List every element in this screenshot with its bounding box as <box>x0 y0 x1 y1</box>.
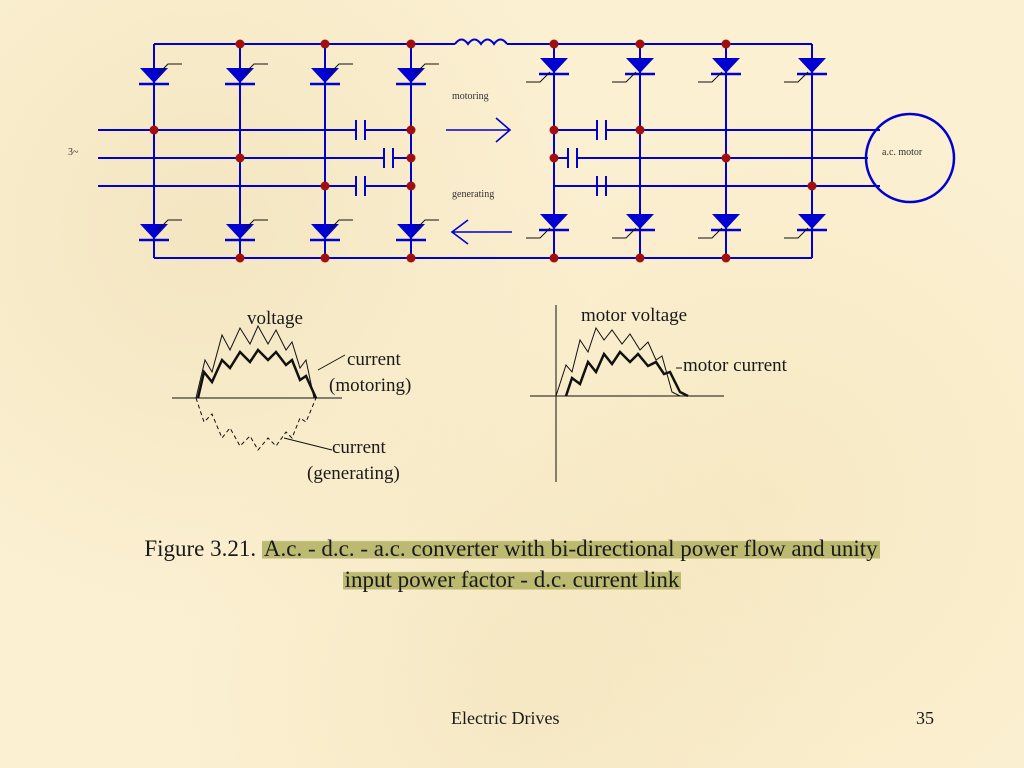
footer-title: Electric Drives <box>451 708 560 728</box>
ac-motor-circle <box>864 112 956 204</box>
motor-voltage-waveform <box>555 326 681 397</box>
supply-label: 3~ <box>68 147 79 158</box>
current-motoring-label-2: (motoring) <box>329 375 412 396</box>
junction-node <box>406 181 416 191</box>
caption-prefix: Figure 3.21. <box>144 536 262 561</box>
junction-node <box>635 253 645 263</box>
thyristor-15 <box>784 58 827 83</box>
thyristor-5 <box>310 63 353 86</box>
thyristor-11 <box>612 58 655 83</box>
left-waveform-plot <box>172 324 346 451</box>
junction-node <box>807 181 817 191</box>
motoring-arrow-icon <box>446 117 512 143</box>
motor-current-waveform <box>564 350 689 398</box>
junction-node <box>320 181 330 191</box>
generating-arrow-icon <box>450 219 512 245</box>
thyristor-6 <box>310 219 353 242</box>
junction-node <box>406 153 416 163</box>
junction-node <box>406 253 416 263</box>
current-motoring-label-1: current <box>347 349 401 370</box>
junction-node <box>406 39 416 49</box>
figure-caption: Figure 3.21. A.c. - d.c. - a.c. converte… <box>0 533 1024 595</box>
page-number: 35 <box>916 708 934 728</box>
current-generating-label-2: (generating) <box>307 463 400 484</box>
thyristor-16 <box>784 214 827 239</box>
motor-voltage-label: motor voltage <box>581 305 688 326</box>
thyristor-4 <box>225 219 268 242</box>
voltage-label: voltage <box>247 308 303 329</box>
thyristor-1 <box>139 63 182 86</box>
junction-node <box>549 153 559 163</box>
thyristor-12 <box>612 214 655 239</box>
junction-node <box>235 253 245 263</box>
ac-motor-label: a.c. motor <box>882 147 923 158</box>
junction-nodes <box>149 39 817 263</box>
junction-node <box>549 253 559 263</box>
generating-label: generating <box>452 189 495 200</box>
motoring-label: motoring <box>452 91 489 102</box>
thyristor-14 <box>698 214 741 239</box>
junction-node <box>721 153 731 163</box>
thyristor-3 <box>225 63 268 86</box>
circuit-wires <box>98 38 956 259</box>
current-motoring-waveform <box>196 348 318 399</box>
junction-node <box>235 153 245 163</box>
voltage-waveform <box>195 324 315 399</box>
current-generating-label-1: current <box>332 437 386 458</box>
thyristor-8 <box>396 219 439 242</box>
thyristors <box>139 58 827 242</box>
motor-current-label: motor current <box>683 355 787 376</box>
thyristor-13 <box>698 58 741 83</box>
junction-node <box>235 39 245 49</box>
junction-node <box>635 125 645 135</box>
dc-link-inductor-icon <box>454 38 508 46</box>
current-generating-pointer <box>283 437 333 451</box>
right-waveform-plot <box>530 305 724 482</box>
junction-node <box>406 125 416 135</box>
junction-node <box>721 253 731 263</box>
junction-node <box>149 125 159 135</box>
junction-node <box>549 125 559 135</box>
junction-node <box>549 39 559 49</box>
thyristor-2 <box>139 219 182 242</box>
thyristor-9 <box>526 58 569 83</box>
junction-node <box>635 39 645 49</box>
junction-node <box>320 253 330 263</box>
junction-node <box>721 39 731 49</box>
thyristor-7 <box>396 63 439 86</box>
caption-line-2: input power factor - d.c. current link <box>342 567 682 593</box>
capacitors <box>355 120 607 196</box>
junction-node <box>320 39 330 49</box>
caption-highlighted-text: A.c. - d.c. - a.c. converter with bi-dir… <box>261 536 880 561</box>
thyristor-10 <box>526 214 569 239</box>
current-motoring-pointer <box>317 354 346 371</box>
current-generating-waveform <box>195 397 317 451</box>
